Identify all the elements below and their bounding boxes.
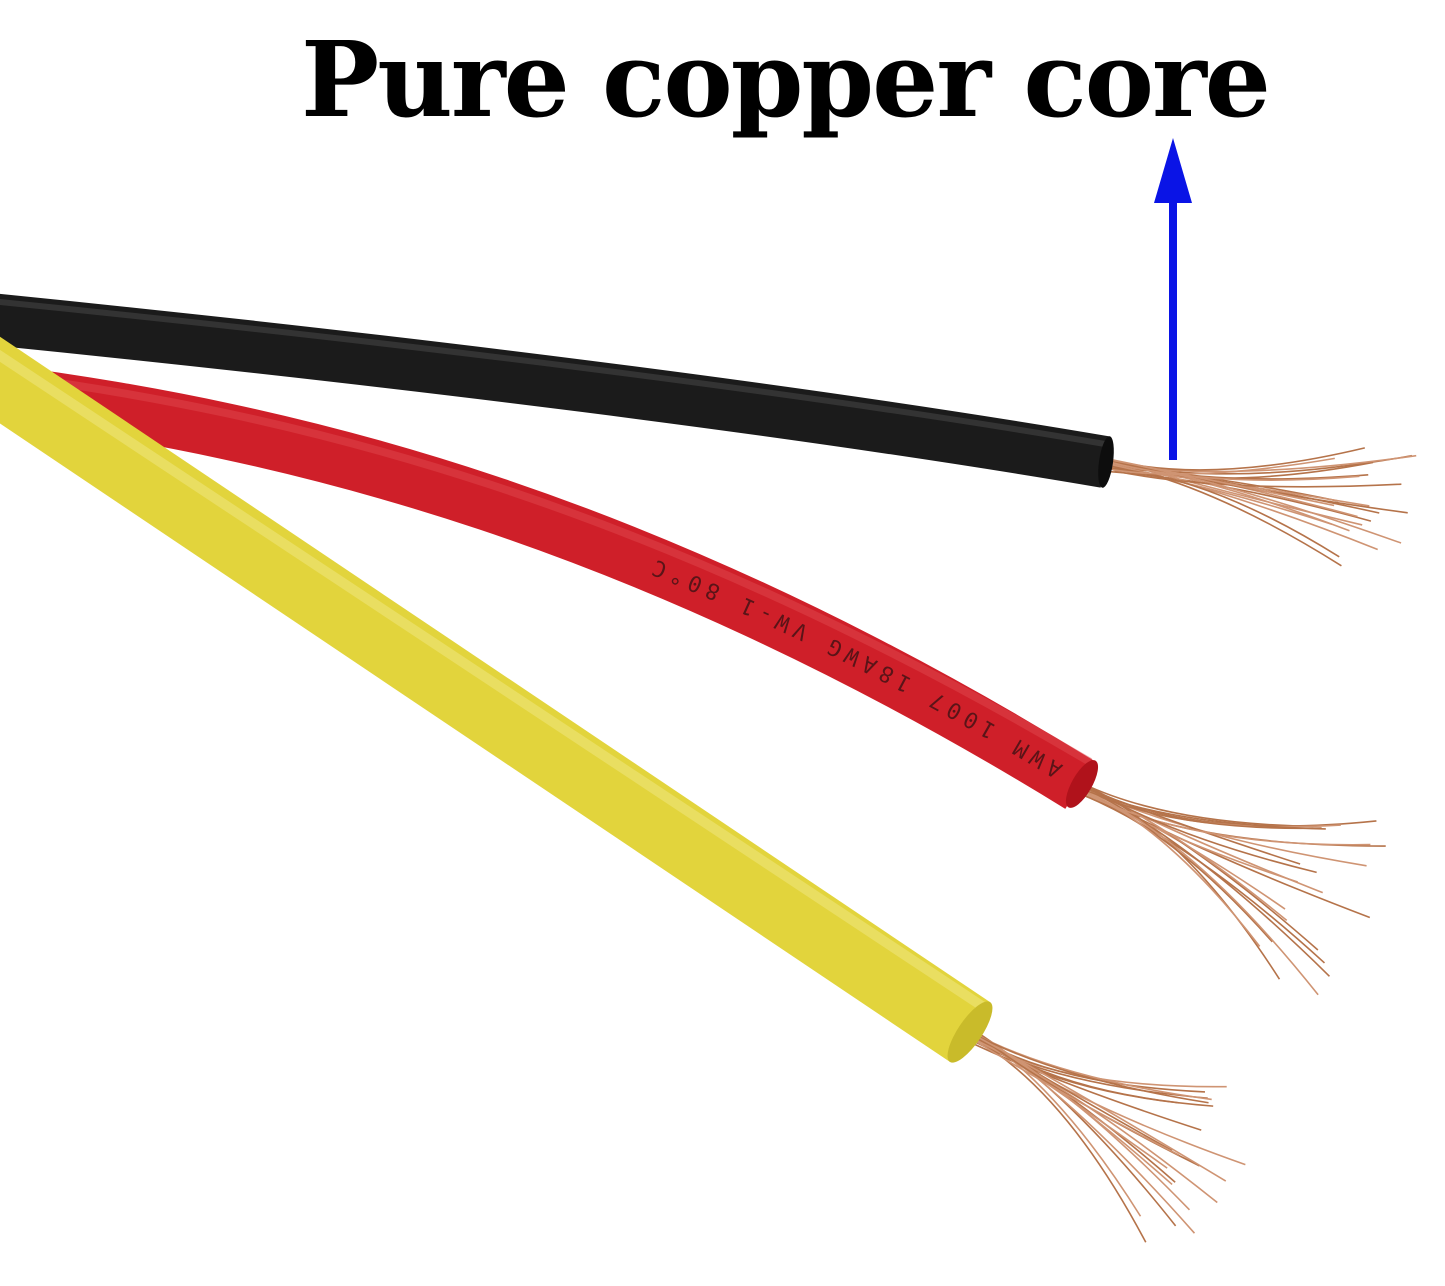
copper-strand [972,1029,1177,1227]
copper-strand [1084,794,1386,847]
copper-strand [972,1034,1206,1093]
copper-strand [973,1034,1246,1166]
copper-strand [974,1040,1208,1099]
copper-strand [968,1035,1180,1156]
copper-strands [964,447,1417,1243]
copper-strand [966,1029,1212,1101]
page-title: Pure copper core [301,18,1271,141]
copper-strand [971,1033,1227,1182]
yellow-wire [0,336,991,1062]
copper-strand [1101,461,1378,551]
copper-strand [1081,787,1322,830]
wire-marking: AWM 1007 18AWG VW-1 80°C [644,552,1067,782]
red-wire [0,364,1095,809]
copper-strand [1083,794,1273,943]
black-wire [0,293,1110,488]
copper-strand [1088,788,1301,865]
copper-strand [1090,793,1319,996]
copper-strand [966,1040,1202,1131]
copper-strand [1081,782,1314,828]
copper-strand [1103,467,1340,558]
copper-strand [1112,457,1335,475]
copper-strand [1107,458,1335,507]
copper-strand [1114,470,1402,488]
copper-strand [970,1031,1209,1104]
arrow-up-icon [1154,138,1192,460]
copper-strand [1102,459,1360,481]
copper-strand [1078,789,1371,846]
copper-strand [1087,790,1326,830]
